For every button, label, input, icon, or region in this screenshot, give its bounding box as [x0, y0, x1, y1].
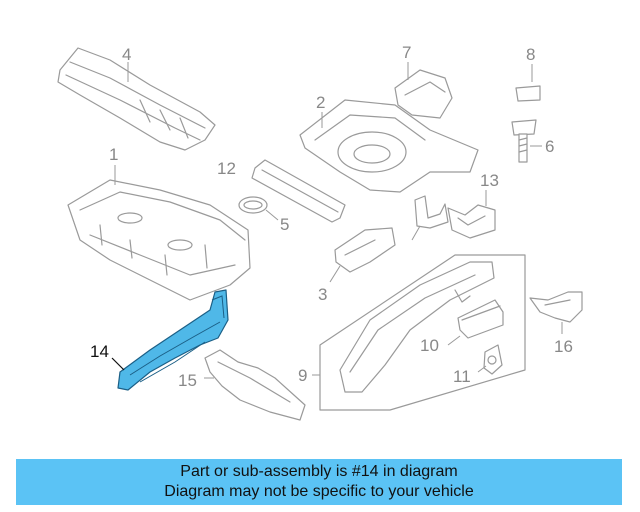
part-4-rail — [57, 47, 216, 151]
part-14-highlighted-rail[interactable] — [117, 289, 229, 391]
callout-1: 1 — [109, 145, 118, 164]
part-9-assembly-box — [319, 254, 526, 411]
part-1-floor-pan — [67, 179, 251, 301]
part-16-bracket — [529, 291, 583, 323]
part-5-ring — [238, 196, 268, 214]
banner-line-1: Part or sub-assembly is #14 in diagram — [180, 463, 458, 480]
part-3-bracket — [334, 227, 396, 273]
part-12-bar — [251, 159, 346, 223]
callout-13: 13 — [480, 171, 499, 190]
part-17-bracket — [414, 195, 449, 229]
callout-16: 16 — [554, 337, 573, 356]
banner-line-2: Diagram may not be specific to your vehi… — [164, 483, 474, 500]
callout-7: 7 — [402, 43, 411, 62]
callout-3: 3 — [318, 285, 327, 304]
part-9-rail — [339, 261, 495, 393]
callout-9: 9 — [298, 366, 307, 385]
info-banner: Part or sub-assembly is #14 in diagram D… — [16, 459, 622, 505]
callout-4: 4 — [122, 45, 131, 64]
callout-5: 5 — [280, 215, 289, 234]
callout-8: 8 — [526, 45, 535, 64]
callout-12: 12 — [217, 159, 236, 178]
callout-6: 6 — [545, 137, 554, 156]
part-11-clip — [483, 344, 503, 375]
part-7-bracket — [394, 69, 453, 119]
parts-diagram: 4 2 7 8 6 1 12 — [57, 43, 583, 421]
callout-14: 14 — [90, 342, 109, 361]
part-10-reinforcement — [457, 299, 504, 339]
part-6-bolt — [511, 119, 537, 163]
part-15-shield — [204, 349, 306, 421]
callout-15: 15 — [178, 371, 197, 390]
callout-10: 10 — [420, 336, 439, 355]
part-2-rear-floor — [299, 99, 479, 193]
callout-11: 11 — [453, 367, 471, 386]
callout-2: 2 — [316, 93, 325, 112]
part-13-bracket — [447, 204, 496, 239]
part-8-cap — [515, 85, 541, 102]
